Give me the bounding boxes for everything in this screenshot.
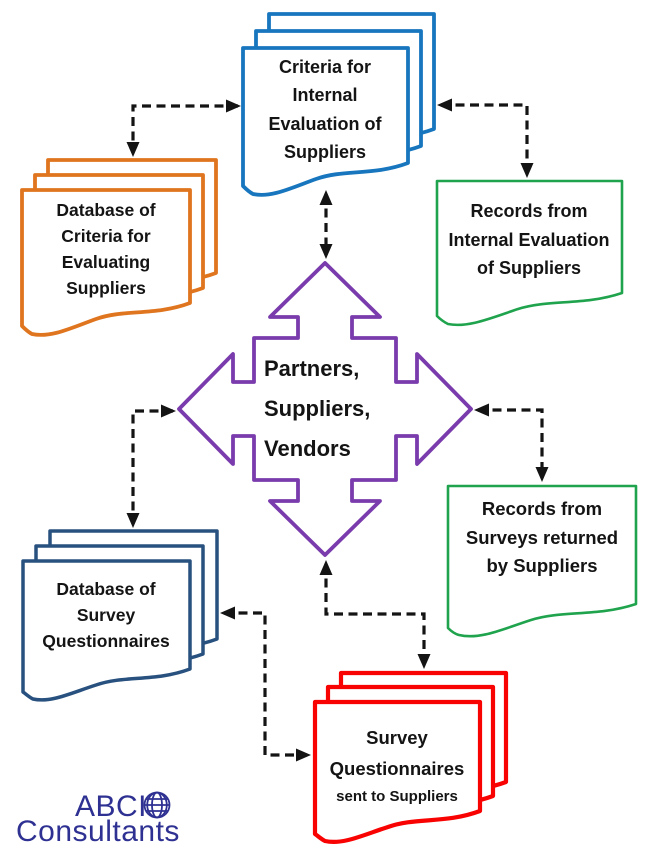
node-label-line: by Suppliers bbox=[486, 555, 597, 576]
node-label-line: Surveys returned bbox=[466, 527, 618, 548]
node-records-internal-evaluation: Records from Internal Evaluation of Supp… bbox=[435, 179, 624, 327]
arrowhead-icon bbox=[535, 467, 549, 482]
node-label-line: Internal Evaluation bbox=[448, 230, 609, 250]
arrowhead-icon bbox=[126, 142, 140, 157]
arrowhead-icon bbox=[319, 560, 333, 575]
node-label-line: Suppliers bbox=[66, 278, 146, 298]
node-label-line: Database of bbox=[56, 579, 155, 599]
connector-criteria-records-internal bbox=[441, 103, 529, 174]
logo-brand-text: ABCI bbox=[75, 790, 147, 823]
node-label-line: Records from bbox=[482, 498, 602, 519]
node-label-line: Criteria for bbox=[279, 57, 371, 77]
node-label-line: Partners, bbox=[264, 356, 359, 381]
arrowhead-icon bbox=[520, 163, 534, 178]
node-partners-suppliers-vendors: Partners, Suppliers, Vendors bbox=[177, 261, 473, 557]
node-survey-questionnaires-sent: Survey Questionnaires sent to Suppliers bbox=[312, 670, 509, 844]
node-label-line: Evaluating bbox=[62, 252, 151, 272]
node-label-line: Survey bbox=[366, 727, 428, 748]
arrowhead-icon bbox=[296, 748, 311, 762]
connector-center-database-survey bbox=[131, 409, 173, 524]
node-label-line: Database of bbox=[56, 200, 155, 220]
arrowhead-icon bbox=[474, 403, 489, 417]
document-sheet bbox=[241, 46, 410, 197]
document-sheet bbox=[435, 179, 624, 327]
arrowhead-icon bbox=[226, 99, 241, 113]
document-sheet bbox=[446, 484, 638, 638]
arrowhead-icon bbox=[220, 606, 235, 620]
node-label-line: Questionnaires bbox=[42, 631, 170, 651]
arrowhead-icon bbox=[437, 98, 452, 112]
arrowhead-icon bbox=[126, 513, 140, 528]
connectors bbox=[126, 98, 549, 762]
document-sheet bbox=[20, 188, 192, 337]
node-label-line: Survey bbox=[77, 605, 136, 625]
logo-abci-consultants: ABCI Consultants bbox=[16, 790, 180, 848]
node-label-line: Suppliers bbox=[284, 142, 366, 162]
logo-subtitle-text: Consultants bbox=[16, 815, 180, 848]
node-label-line: Vendors bbox=[264, 436, 351, 461]
node-label-line: of Suppliers bbox=[477, 258, 581, 278]
node-records-surveys-returned: Records from Surveys returned by Supplie… bbox=[446, 484, 638, 638]
arrowhead-icon bbox=[319, 244, 333, 259]
connector-center-questionnaires bbox=[324, 564, 426, 665]
node-database-survey-questionnaires: Database of Survey Questionnaires bbox=[21, 529, 219, 702]
globe-icon bbox=[143, 791, 171, 819]
arrowhead-icon bbox=[161, 404, 176, 418]
node-label-line: Questionnaires bbox=[330, 758, 465, 779]
node-label-line: Criteria for bbox=[61, 226, 151, 246]
connector-center-records-surveys bbox=[478, 408, 544, 478]
arrowhead-icon bbox=[417, 654, 431, 669]
node-database-of-criteria: Database of Criteria for Evaluating Supp… bbox=[20, 158, 218, 337]
document-sheet bbox=[312, 699, 483, 844]
node-label-line: Suppliers, bbox=[264, 396, 370, 421]
connector-criteria-database bbox=[131, 104, 238, 153]
node-label-line: Internal bbox=[292, 85, 357, 105]
quad-arrow-shape bbox=[177, 261, 473, 557]
arrowhead-icon bbox=[319, 190, 333, 205]
document-sheet bbox=[21, 559, 192, 702]
node-criteria-internal-evaluation: Criteria for Internal Evaluation of Supp… bbox=[241, 12, 436, 197]
node-label-line: Evaluation of bbox=[268, 114, 382, 134]
connector-database-survey-questionnaires bbox=[224, 611, 307, 757]
node-label-line: Records from bbox=[470, 201, 587, 221]
node-label-line: sent to Suppliers bbox=[336, 788, 458, 805]
